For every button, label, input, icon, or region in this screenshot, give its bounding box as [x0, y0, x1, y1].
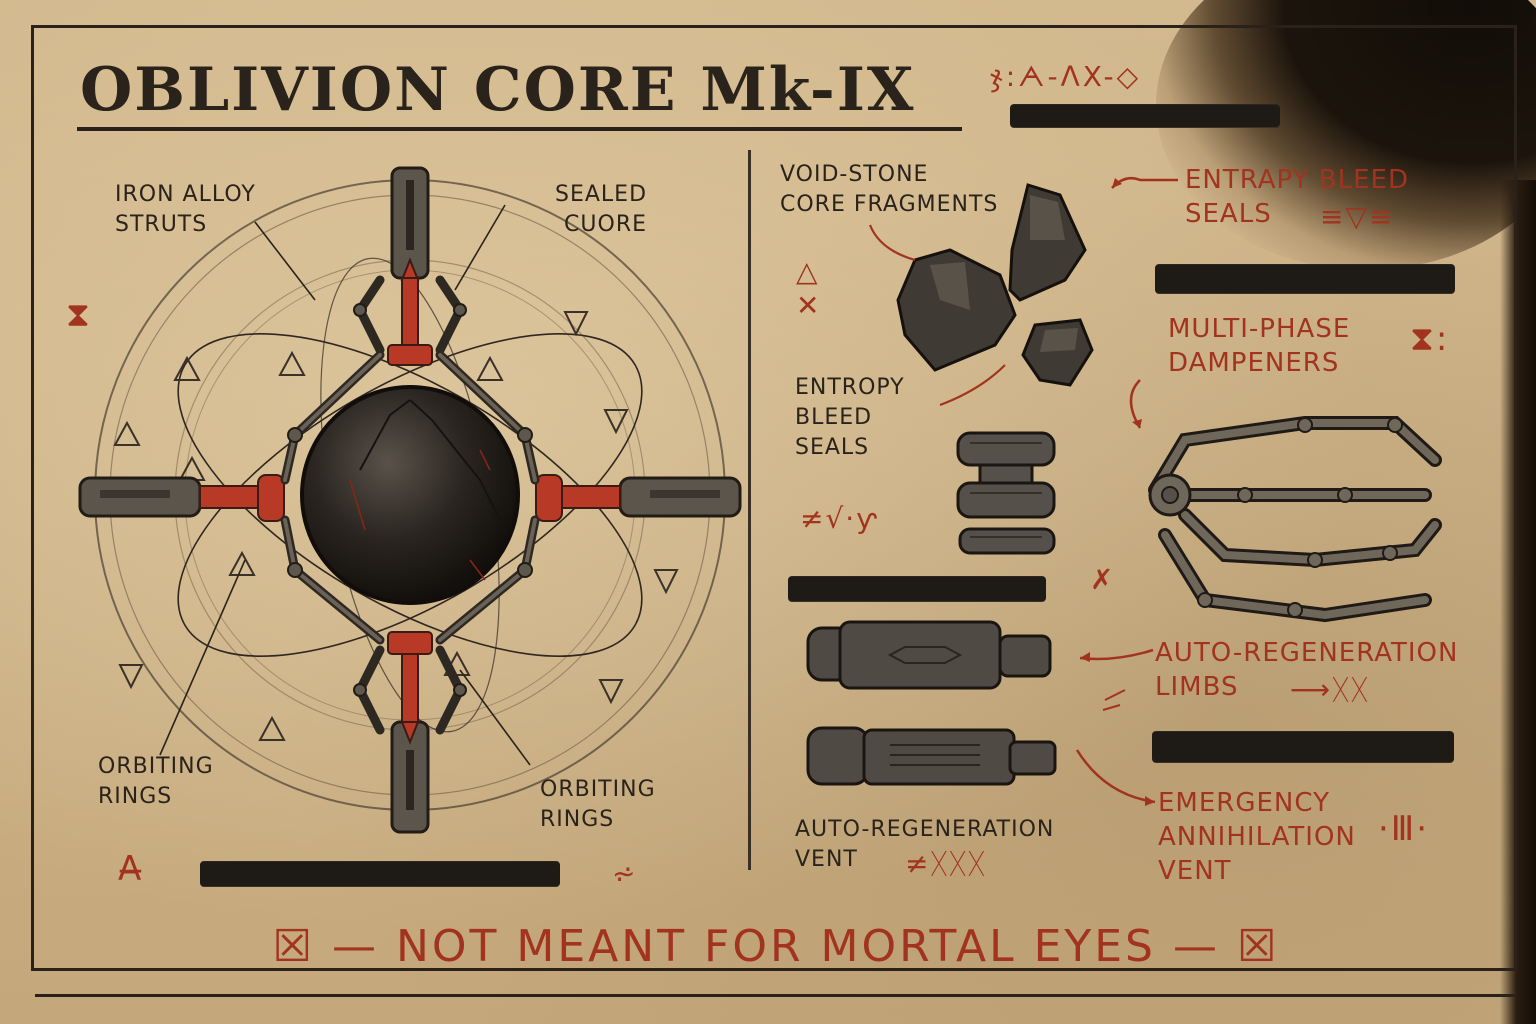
redacted-bar-right-1 [1155, 265, 1455, 293]
footer-dash-right: — [1173, 921, 1220, 972]
redacted-bar-left [200, 862, 560, 886]
limbs-scratch-rune-icon: ⟶ᚷᚷ [1290, 673, 1370, 706]
label-auto-regeneration-vent: AUTO-REGENERATION VENT [795, 817, 1055, 872]
header-cipher: ჯ:ᗅ-ᐱX-◇ [990, 60, 1142, 93]
label-orbiting-rings-left: ORBITING RINGS [98, 754, 214, 809]
box-x-icon: ☒ [272, 921, 315, 972]
label-iron-alloy-struts: IRON ALLOY STRUTS [115, 182, 256, 237]
footer-dash-left: — [332, 921, 379, 972]
redacted-bar-header [1010, 105, 1280, 127]
box-x-icon: ☒ [1237, 921, 1280, 972]
label-emergency-annihilation-vent: EMERGENCY ANNIHILATION VENT [1158, 788, 1356, 886]
footer-warning-text: NOT MEANT FOR MORTAL EYES [396, 921, 1156, 972]
page-frame [31, 25, 1517, 971]
label-sealed-core: SEALED CUORE [555, 182, 648, 237]
regeneration-cylinders [806, 620, 1057, 786]
label-void-stone-fragments: VOID-STONE CORE FRAGMENTS [780, 162, 999, 217]
triangle-x-rune-icon: △ ✕ [796, 255, 822, 322]
page-title: OBLIVION CORE Mk-IX [80, 55, 916, 125]
label-entropy-bleed-seals: ENTROPY BLEED SEALS [795, 375, 905, 460]
redacted-bar-right-2 [1152, 732, 1454, 762]
hourglass-k-rune-icon: ⧗: [1410, 319, 1450, 359]
core-schematic [78, 166, 742, 834]
red-arrows-vents [1075, 648, 1156, 806]
emergency-rune-icon: ·Ⅲ· [1378, 809, 1430, 849]
inverted-triangle-rune-icon: ≡▽≡ [1320, 200, 1395, 233]
scratch-rune-icon: ≠√·ƴ [800, 502, 879, 535]
vent-scratch-rune-icon: ≠ᚷᚷᚷ [905, 847, 987, 880]
void-stone-fragments [868, 183, 1094, 407]
label-multi-phase-dampeners: MULTI-PHASE DAMPENERS [1168, 314, 1351, 378]
label-auto-regeneration-limbs: AUTO-REGENERATION LIMBS [1155, 638, 1459, 702]
entropy-seal-spool [956, 431, 1056, 555]
label-orbiting-rings-right: ORBITING RINGS [540, 777, 656, 832]
red-arrow-entropy [1111, 177, 1178, 189]
triangle-rune-icon: ⩫ [612, 857, 638, 890]
red-arrow-dampeners [1129, 379, 1142, 429]
x-rune-icon: ✗ [1090, 563, 1116, 596]
footer-warning: ☒ — NOT MEANT FOR MORTAL EYES — ☒ [256, 917, 1296, 977]
burnt-edge [1500, 180, 1536, 1024]
redacted-bar-center [788, 577, 1046, 601]
hourglass-rune-icon: ⧗ [66, 295, 92, 335]
panel-divider [748, 150, 751, 870]
crossed-a-rune-icon: A̶ [118, 849, 144, 889]
title-underline [77, 127, 962, 131]
skeletal-limbs [1148, 416, 1442, 623]
label-entropy-bleed-seals-red: ENTRAPY BLEED SEALS [1185, 165, 1410, 229]
bottom-rule [35, 994, 1515, 997]
